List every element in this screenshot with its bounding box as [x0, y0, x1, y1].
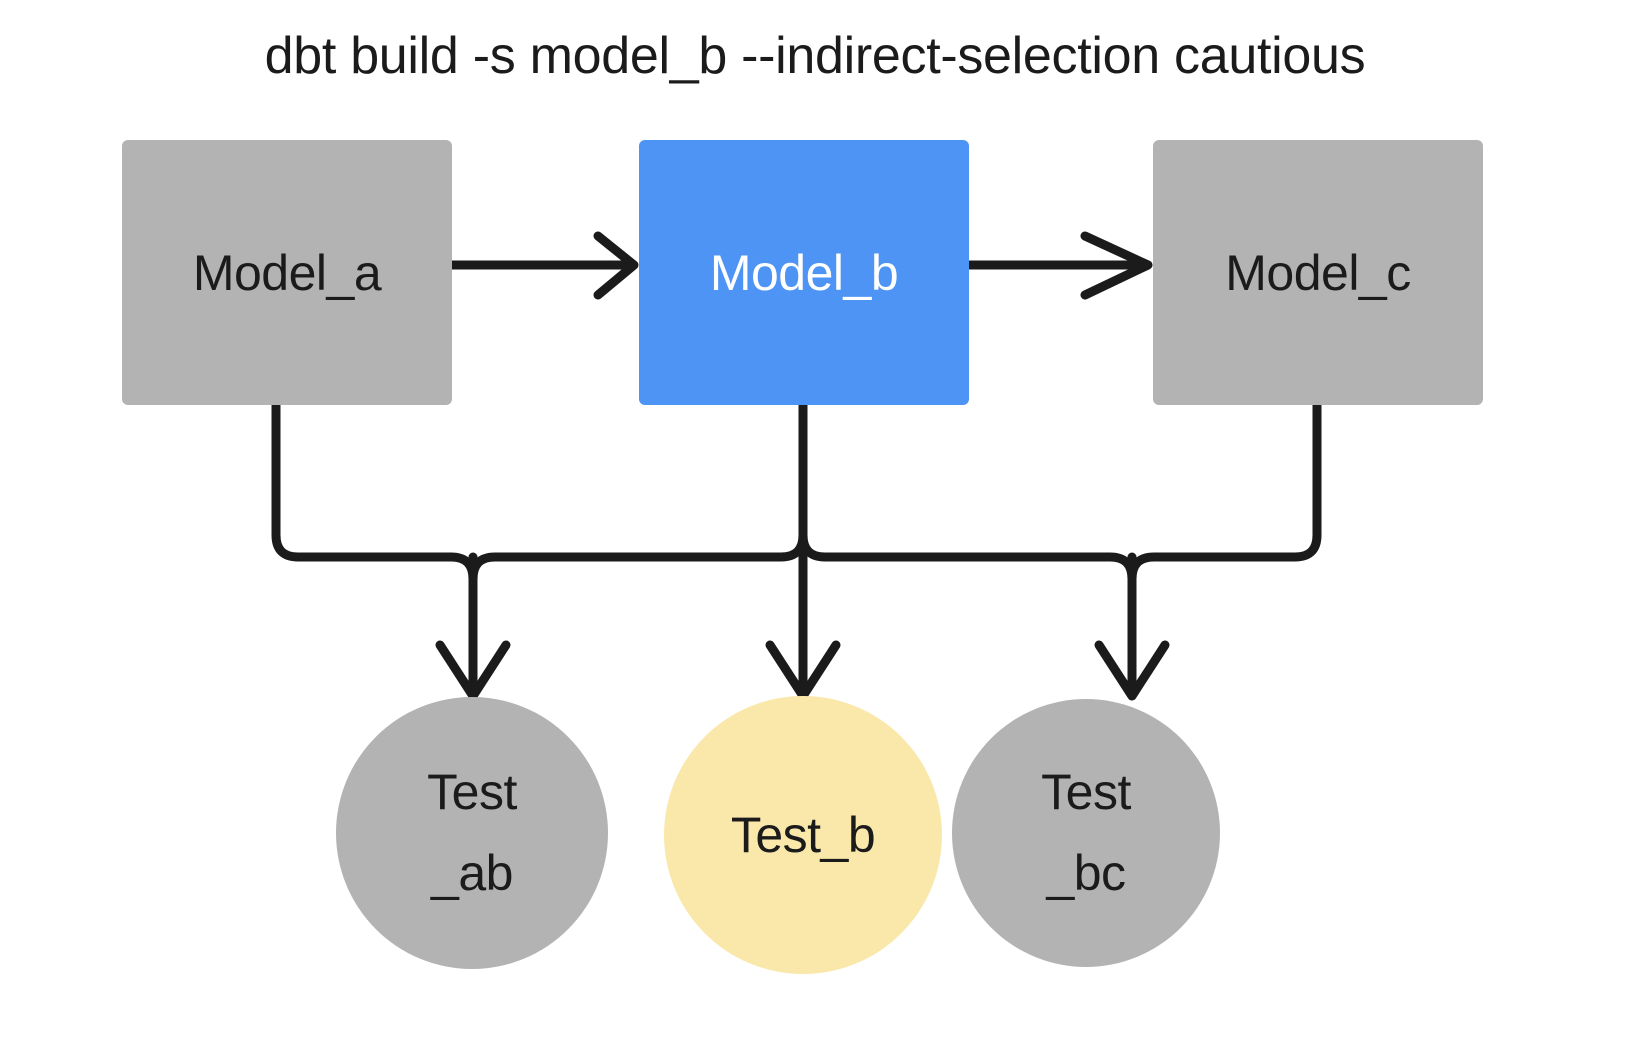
- node-test-ab-label-line-1: Test: [427, 764, 517, 820]
- page-title: dbt build -s model_b --indirect-selectio…: [264, 27, 1366, 85]
- edge-drop-test-bc: [1094, 552, 1170, 701]
- node-test-bc-label-line-1: Test: [1041, 764, 1131, 820]
- node-test-bc[interactable]: Test _bc: [952, 699, 1220, 967]
- edge-model-b-to-test-bc: [798, 414, 1137, 584]
- node-model-a-label: Model_a: [192, 244, 382, 301]
- node-test-ab[interactable]: Test _ab: [336, 697, 608, 969]
- node-test-b[interactable]: Test_b: [664, 696, 942, 974]
- node-model-b[interactable]: Model_b: [639, 140, 969, 405]
- edge-model-a-to-test-ab: [271, 400, 478, 584]
- edge-model-b-to-model-c: [964, 231, 1153, 300]
- edge-model-c-to-test-bc: [1127, 400, 1322, 584]
- edge-model-b-to-test-b: [765, 400, 841, 701]
- node-test-b-label-line-1: Test_b: [730, 806, 876, 863]
- node-model-c-label: Model_c: [1225, 244, 1411, 301]
- node-model-b-label: Model_b: [709, 244, 899, 301]
- node-test-ab-label-line-2: _ab: [431, 845, 513, 901]
- edge-drop-test-ab: [435, 552, 511, 701]
- node-model-c[interactable]: Model_c: [1153, 140, 1483, 405]
- edge-model-a-to-model-b: [447, 231, 639, 300]
- node-test-bc-label-line-2: _bc: [1046, 845, 1126, 901]
- node-model-a[interactable]: Model_a: [122, 140, 452, 405]
- edge-model-b-to-test-ab: [468, 414, 808, 584]
